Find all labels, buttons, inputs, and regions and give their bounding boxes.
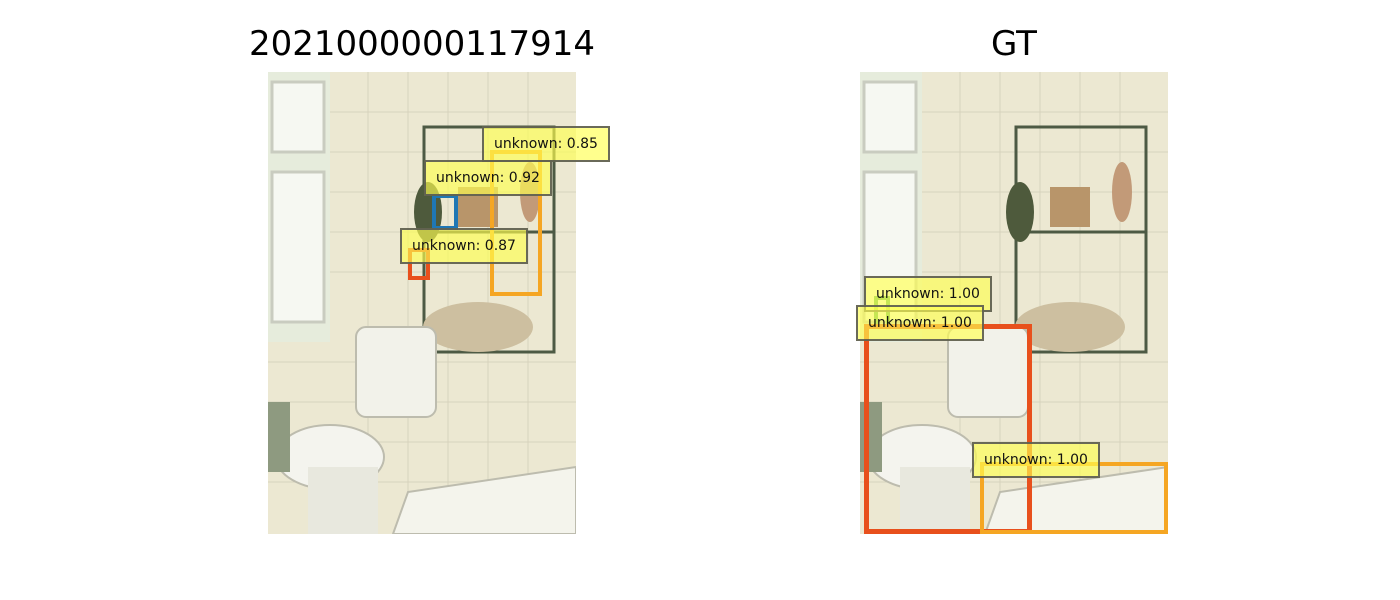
gt-label-3: unknown: 1.00 — [972, 442, 1100, 478]
pred-panel-title: 2021000000117914 — [248, 24, 596, 64]
pred-label-1: unknown: 0.85 — [482, 126, 610, 162]
gt-label-2: unknown: 1.00 — [856, 305, 984, 341]
pred-label-2: unknown: 0.92 — [424, 160, 552, 196]
pred-label-3: unknown: 0.87 — [400, 228, 528, 264]
gt-bathroom-photo: unknown: 1.00 unknown: 1.00 unknown: 1.0… — [856, 72, 1168, 534]
pred-box-blue — [432, 194, 458, 230]
pred-bathroom-photo: unknown: 0.85 unknown: 0.92 unknown: 0.8… — [268, 72, 610, 534]
gt-panel-title: GT — [991, 24, 1037, 64]
